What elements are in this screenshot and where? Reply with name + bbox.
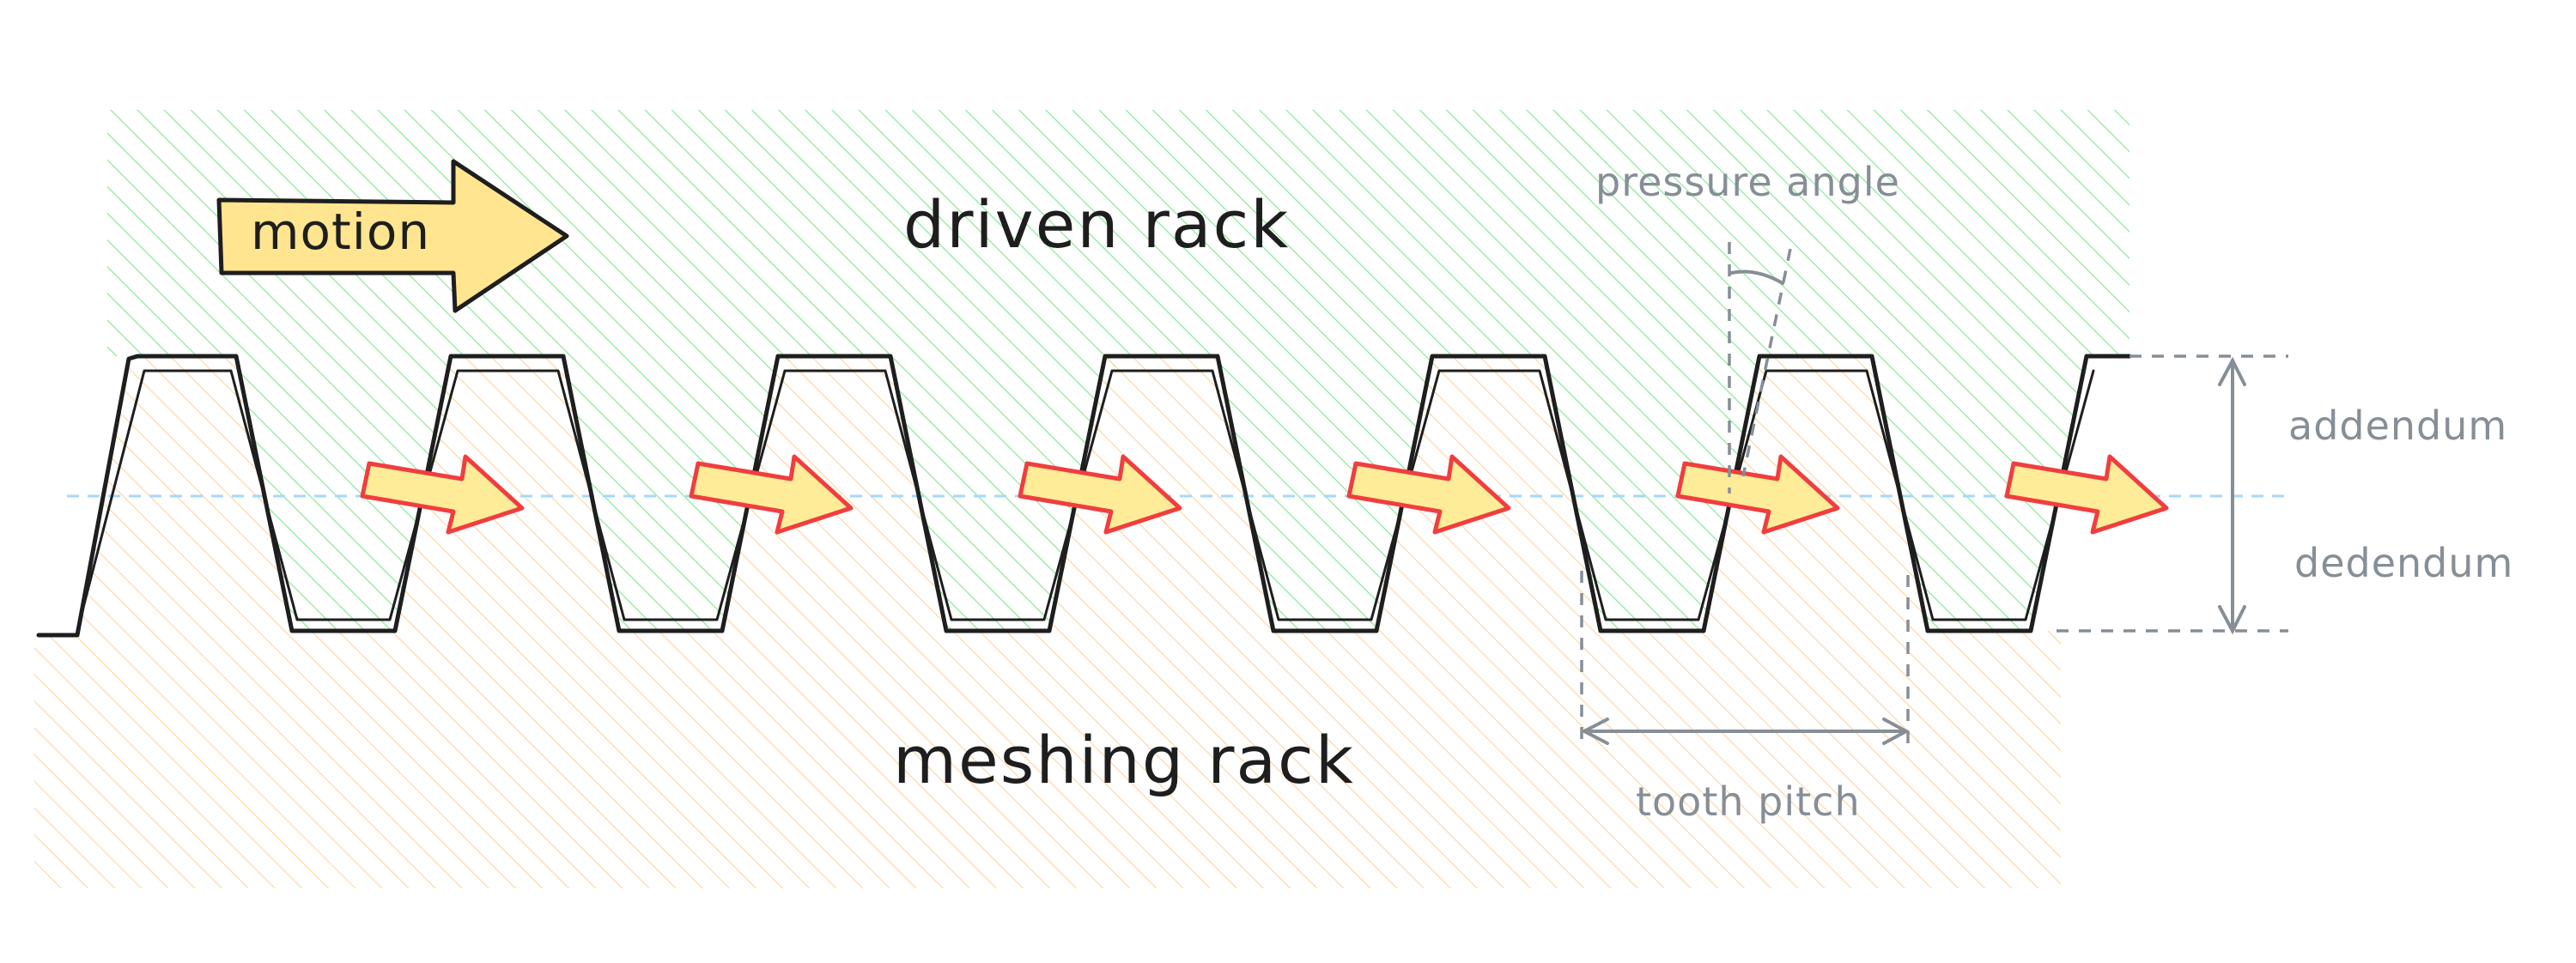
pressure-angle-label: pressure angle (1595, 159, 1900, 205)
addendum-dedendum-dimension: addendum dedendum (2057, 354, 2513, 635)
motion-arrow: motion (216, 159, 569, 313)
tooth-pitch-dimension: tooth pitch (1580, 571, 1911, 825)
meshing-rack-body (34, 356, 2061, 888)
force-arrow (360, 454, 525, 535)
driven-rack-label: driven rack (903, 186, 1290, 263)
motion-label: motion (251, 203, 430, 261)
addendum-label: addendum (2288, 403, 2507, 449)
driven-rack-body (107, 110, 2129, 631)
tooth-pitch-label: tooth pitch (1636, 778, 1861, 825)
force-arrow (1675, 454, 1840, 535)
force-arrow (2004, 454, 2169, 535)
dedendum-label: dedendum (2294, 540, 2513, 586)
pressure-angle-annotation: pressure angle (1595, 159, 1900, 494)
force-arrows (360, 454, 2169, 535)
force-arrow (1346, 454, 1511, 535)
meshing-rack-label: meshing rack (893, 722, 1355, 798)
driven-rack-tooth-profile (36, 354, 2132, 638)
force-arrow (1018, 454, 1182, 535)
force-arrow (689, 454, 854, 535)
